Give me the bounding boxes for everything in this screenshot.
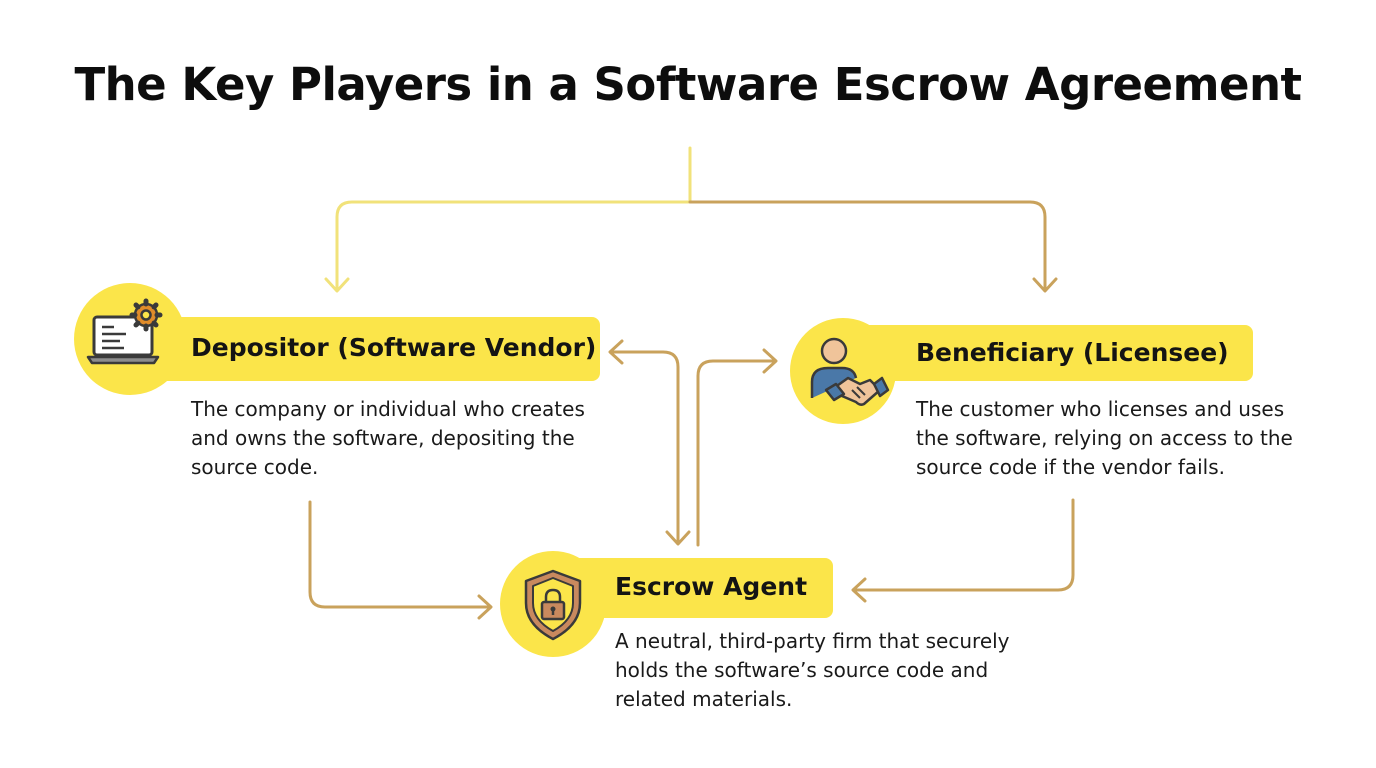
branch-to-depositor-arrow bbox=[335, 200, 692, 292]
arrowhead-escrow-right bbox=[851, 577, 867, 603]
person-handshake-icon bbox=[810, 337, 890, 406]
beneficiary-description: The customer who licenses and uses the s… bbox=[916, 397, 1293, 479]
arrowhead-depositor bbox=[324, 277, 350, 293]
arrowhead-beneficiary bbox=[1032, 277, 1058, 293]
beneficiary-heading-pill bbox=[840, 325, 1253, 381]
depositor-heading: Depositor (Software Vendor) bbox=[191, 333, 597, 362]
escrow-agent-heading: Escrow Agent bbox=[615, 572, 808, 601]
depositor-heading-pill bbox=[118, 317, 600, 381]
depositor-description: The company or individual who creates an… bbox=[191, 397, 585, 479]
depositor-to-escrow-arrow bbox=[609, 350, 680, 545]
arrowhead-to-beneficiary bbox=[762, 348, 778, 374]
escrow-agent-badge bbox=[500, 551, 606, 657]
diagram-title: The Key Players in a Software Escrow Agr… bbox=[74, 58, 1302, 111]
beneficiary-to-escrow-arrow bbox=[852, 498, 1075, 592]
arrowhead-escrow-left bbox=[477, 594, 493, 620]
arrowhead-to-depositor bbox=[608, 339, 624, 365]
escrow-to-beneficiary-arrow bbox=[696, 359, 776, 547]
beneficiary-heading: Beneficiary (Licensee) bbox=[916, 338, 1229, 367]
escrow-agent-description: A neutral, third-party firm that securel… bbox=[615, 629, 1010, 711]
arrowhead-to-escrow-top bbox=[665, 530, 691, 546]
shield-lock-icon bbox=[524, 569, 582, 641]
beneficiary-badge bbox=[790, 318, 896, 424]
depositor-left-to-escrow-arrow bbox=[308, 500, 492, 609]
branch-to-beneficiary-arrow bbox=[688, 200, 1047, 292]
laptop-gear-icon bbox=[86, 298, 163, 365]
depositor-badge bbox=[74, 283, 186, 395]
